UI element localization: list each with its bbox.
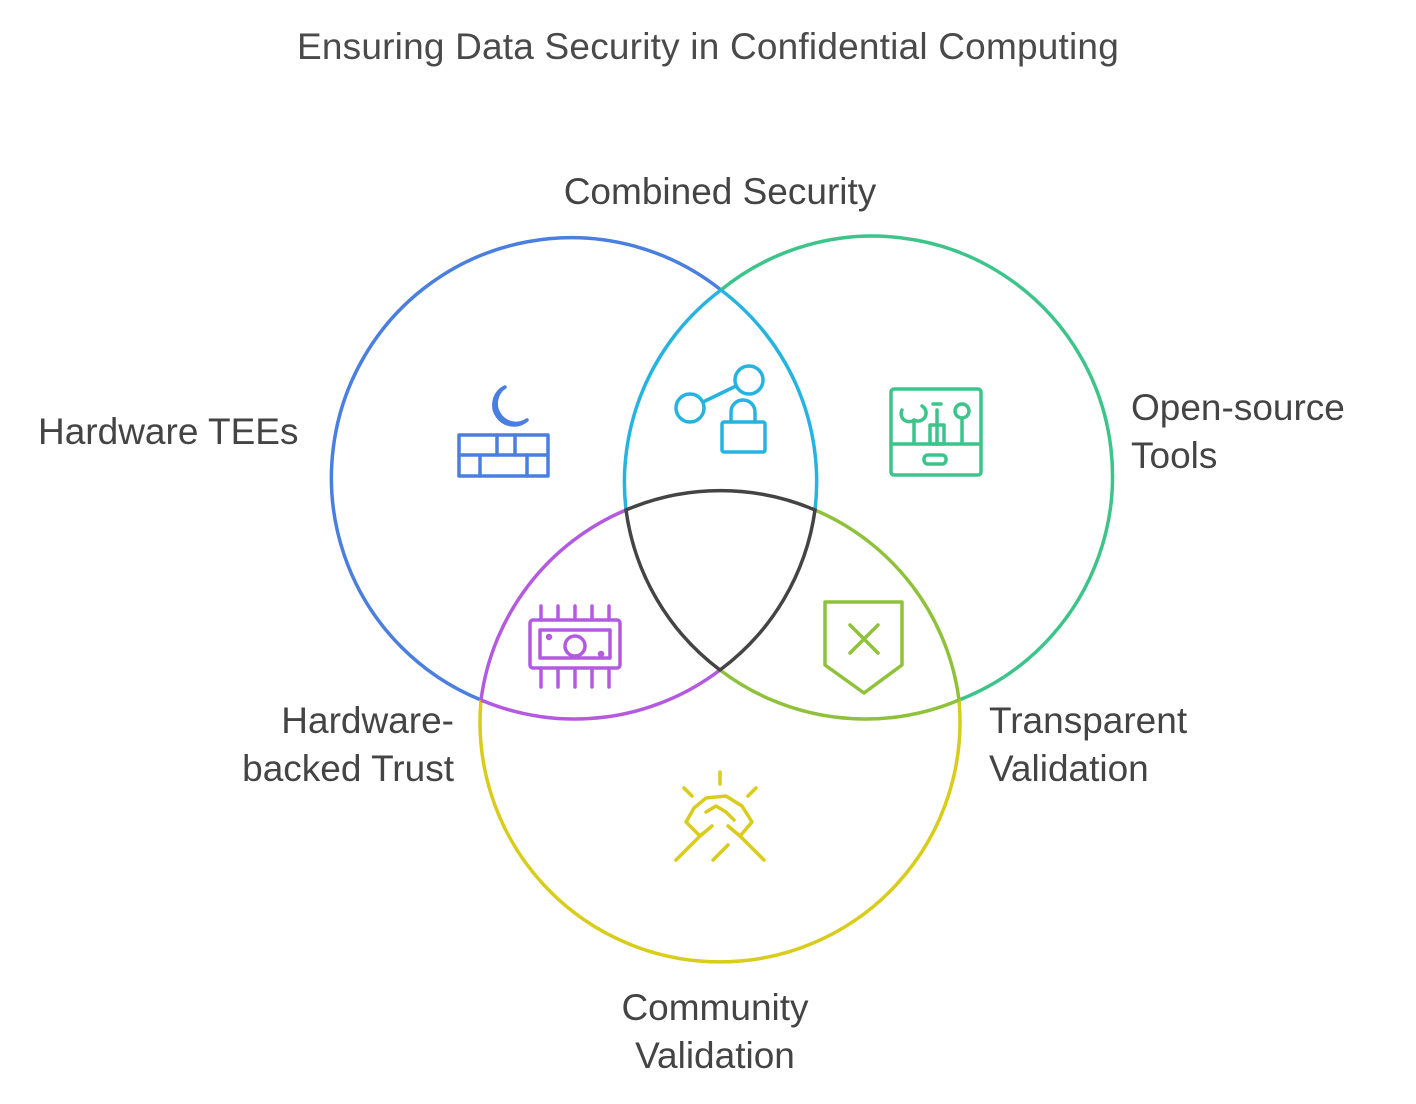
label-transparent-validation: Transparent Validation [989, 697, 1187, 793]
share-lock-icon [674, 364, 767, 454]
label-open-source-tools: Open-source Tools [1131, 384, 1345, 480]
label-hardware-backed-trust: Hardware- backed Trust [200, 697, 454, 793]
overlap-hardware-backed-trust [479, 508, 722, 721]
label-transparent-line2: Validation [989, 748, 1149, 789]
label-combined-security: Combined Security [563, 171, 877, 212]
label-hardware-tees: Hardware TEEs [38, 411, 299, 452]
label-community-line1: Community [621, 987, 809, 1028]
label-open-source-line2: Tools [1131, 435, 1218, 476]
label-community-line2: Validation [635, 1035, 795, 1076]
toolbox-icon [889, 387, 983, 477]
diagram-title: Ensuring Data Security in Confidential C… [297, 26, 1119, 67]
label-hardware-backed-line2: backed Trust [242, 748, 454, 789]
label-community-validation: Community Validation [515, 984, 915, 1080]
overlap-combined-security [622, 288, 819, 511]
overlap-center [624, 488, 817, 673]
label-open-source-line1: Open-source [1131, 387, 1345, 428]
label-hardware-backed-line1: Hardware- [281, 700, 454, 741]
overlap-transparent-validation [718, 508, 961, 721]
chip-icon [528, 604, 622, 689]
firewall-icon [457, 385, 550, 478]
circle-open-source-tools [719, 234, 1115, 702]
handshake-icon [674, 770, 766, 862]
label-transparent-line1: Transparent [989, 700, 1188, 741]
shield-x-icon [823, 600, 904, 695]
circle-hardware-tees [329, 235, 723, 702]
circle-community-validation [478, 699, 962, 964]
